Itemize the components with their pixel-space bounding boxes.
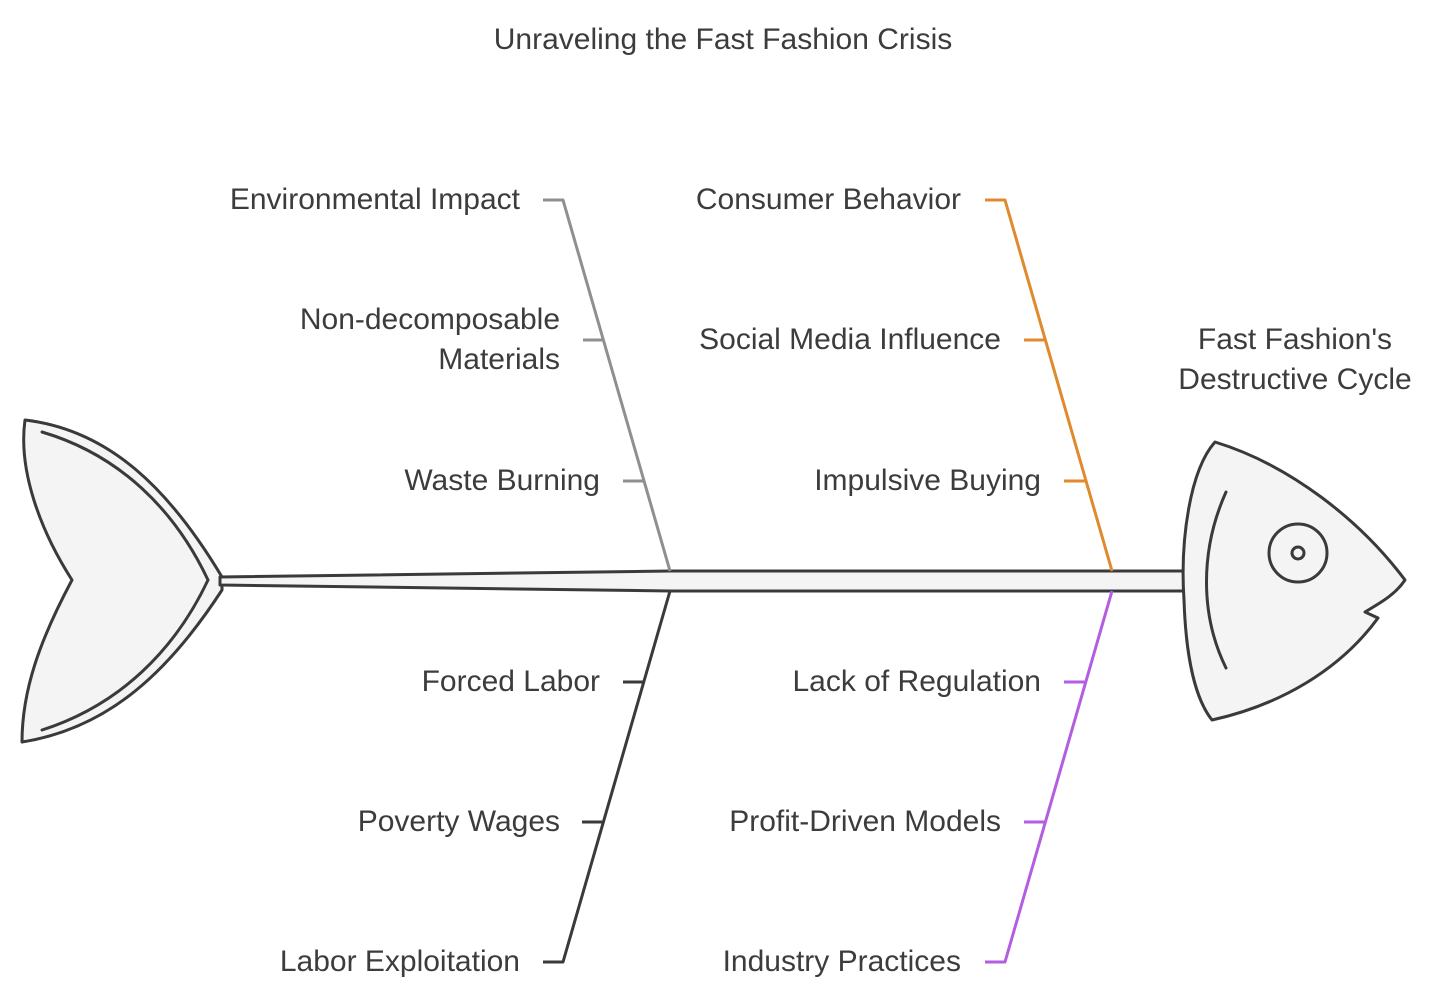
- cause-label-impulsive-buying: Impulsive Buying: [814, 464, 1041, 497]
- cause-label-waste-burning: Waste Burning: [404, 464, 600, 497]
- branch-environmental-bone: [543, 198, 672, 572]
- fish-pupil-icon: [1290, 545, 1306, 561]
- fish-spine: [218, 569, 1192, 593]
- cause-label-lack-of-regulation: Lack of Regulation: [792, 665, 1042, 698]
- category-label-consumer: Consumer Behavior: [695, 183, 961, 216]
- category-label-environmental: Environmental Impact: [229, 183, 520, 216]
- diagram-title: Unraveling the Fast Fashion Crisis: [493, 23, 953, 56]
- cause-label-profit-driven-models: Profit-Driven Models: [729, 805, 1001, 838]
- branch-industry: [985, 590, 1114, 964]
- cause-label-social-media-influence: Social Media Influence: [699, 323, 1001, 356]
- fish-tail: [20, 418, 224, 744]
- branch-consumer-bone: [985, 198, 1114, 572]
- branch-consumer: [985, 198, 1114, 572]
- fish-tail-inner-line: [40, 430, 210, 732]
- cause-label-forced-labor: Forced Labor: [421, 665, 600, 698]
- category-label-labor: Labor Exploitation: [279, 945, 520, 978]
- branch-labor-bone: [543, 590, 672, 964]
- effect-label: Fast Fashion's Destructive Cycle: [1178, 323, 1412, 396]
- branch-environmental: [543, 198, 672, 572]
- cause-label-non-decomposable-materials: Non-decomposable Materials: [299, 303, 560, 376]
- cause-label-poverty-wages: Poverty Wages: [357, 805, 560, 838]
- fish-gill-line: [1205, 490, 1228, 670]
- category-label-industry: Industry Practices: [722, 945, 961, 978]
- branch-industry-bone: [985, 590, 1114, 964]
- branch-labor: [543, 590, 672, 964]
